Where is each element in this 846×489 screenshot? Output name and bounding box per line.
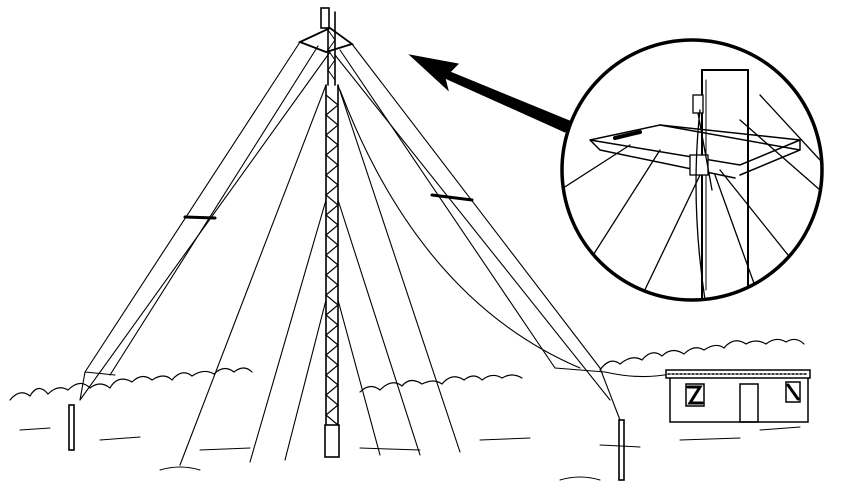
radio-shack-building	[665, 369, 811, 423]
support-poles	[68, 404, 625, 481]
shrub-line	[9, 338, 805, 401]
guy-wires	[79, 41, 671, 466]
ground-scribble	[19, 426, 801, 481]
pointer-arrow	[408, 54, 573, 133]
lattice-tower	[297, 7, 354, 458]
inset-detail-circle	[560, 38, 824, 302]
